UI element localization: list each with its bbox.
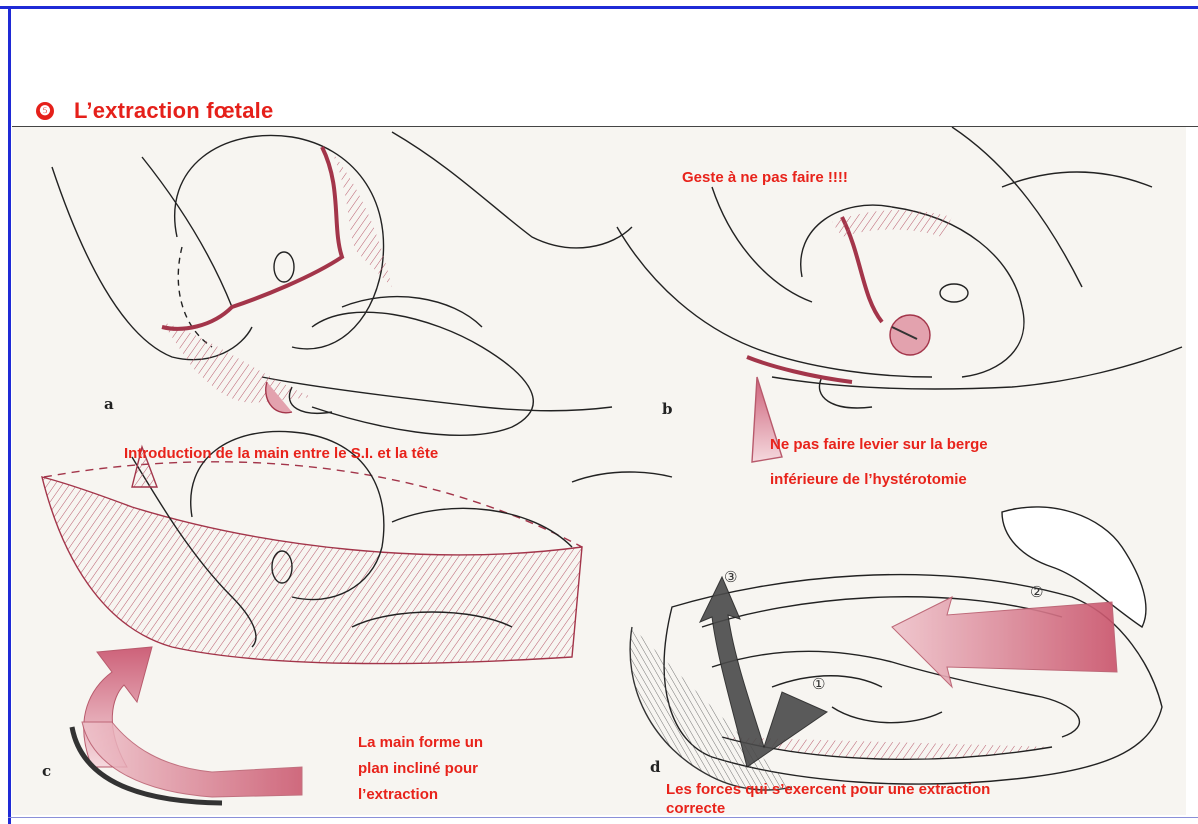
- top-border: [0, 6, 1198, 9]
- panel-a-label: a: [104, 395, 114, 413]
- caption-panel-c-line2: plan incliné pour: [358, 757, 478, 781]
- caption-panel-c-line1: La main forme un: [358, 731, 483, 755]
- caption-panel-b-line1: Ne pas faire levier sur la berge: [770, 433, 988, 457]
- caption-panel-d-line2: correcte: [666, 797, 725, 815]
- force-label-1: ①: [812, 675, 825, 693]
- number-5-bullet-icon: ❺: [36, 102, 54, 120]
- caption-panel-b-line2: inférieure de l’hystérotomie: [770, 468, 967, 492]
- panel-c-arrow: [72, 647, 302, 803]
- illustration-figure: a b: [12, 127, 1186, 815]
- panel-a-drawing: [52, 132, 632, 435]
- panel-d-label: d: [650, 758, 661, 776]
- panel-c-drawing: [42, 431, 672, 663]
- slide-title-row: ❺ L’extraction fœtale: [36, 96, 273, 126]
- panel-b-label: b: [662, 400, 673, 418]
- illustration-drawing: a b: [12, 127, 1186, 815]
- left-border: [8, 6, 11, 824]
- force-label-3: ③: [724, 568, 737, 586]
- slide-title: L’extraction fœtale: [74, 98, 273, 124]
- caption-panel-c-line3: l’extraction: [358, 783, 438, 807]
- force-label-2: ②: [1030, 583, 1043, 601]
- bottom-border: [8, 817, 1198, 818]
- caption-panel-b-warning: Geste à ne pas faire !!!!: [682, 166, 848, 190]
- caption-panel-a: Introduction de la main entre le S.I. et…: [124, 442, 438, 466]
- panel-c-label: c: [42, 762, 51, 780]
